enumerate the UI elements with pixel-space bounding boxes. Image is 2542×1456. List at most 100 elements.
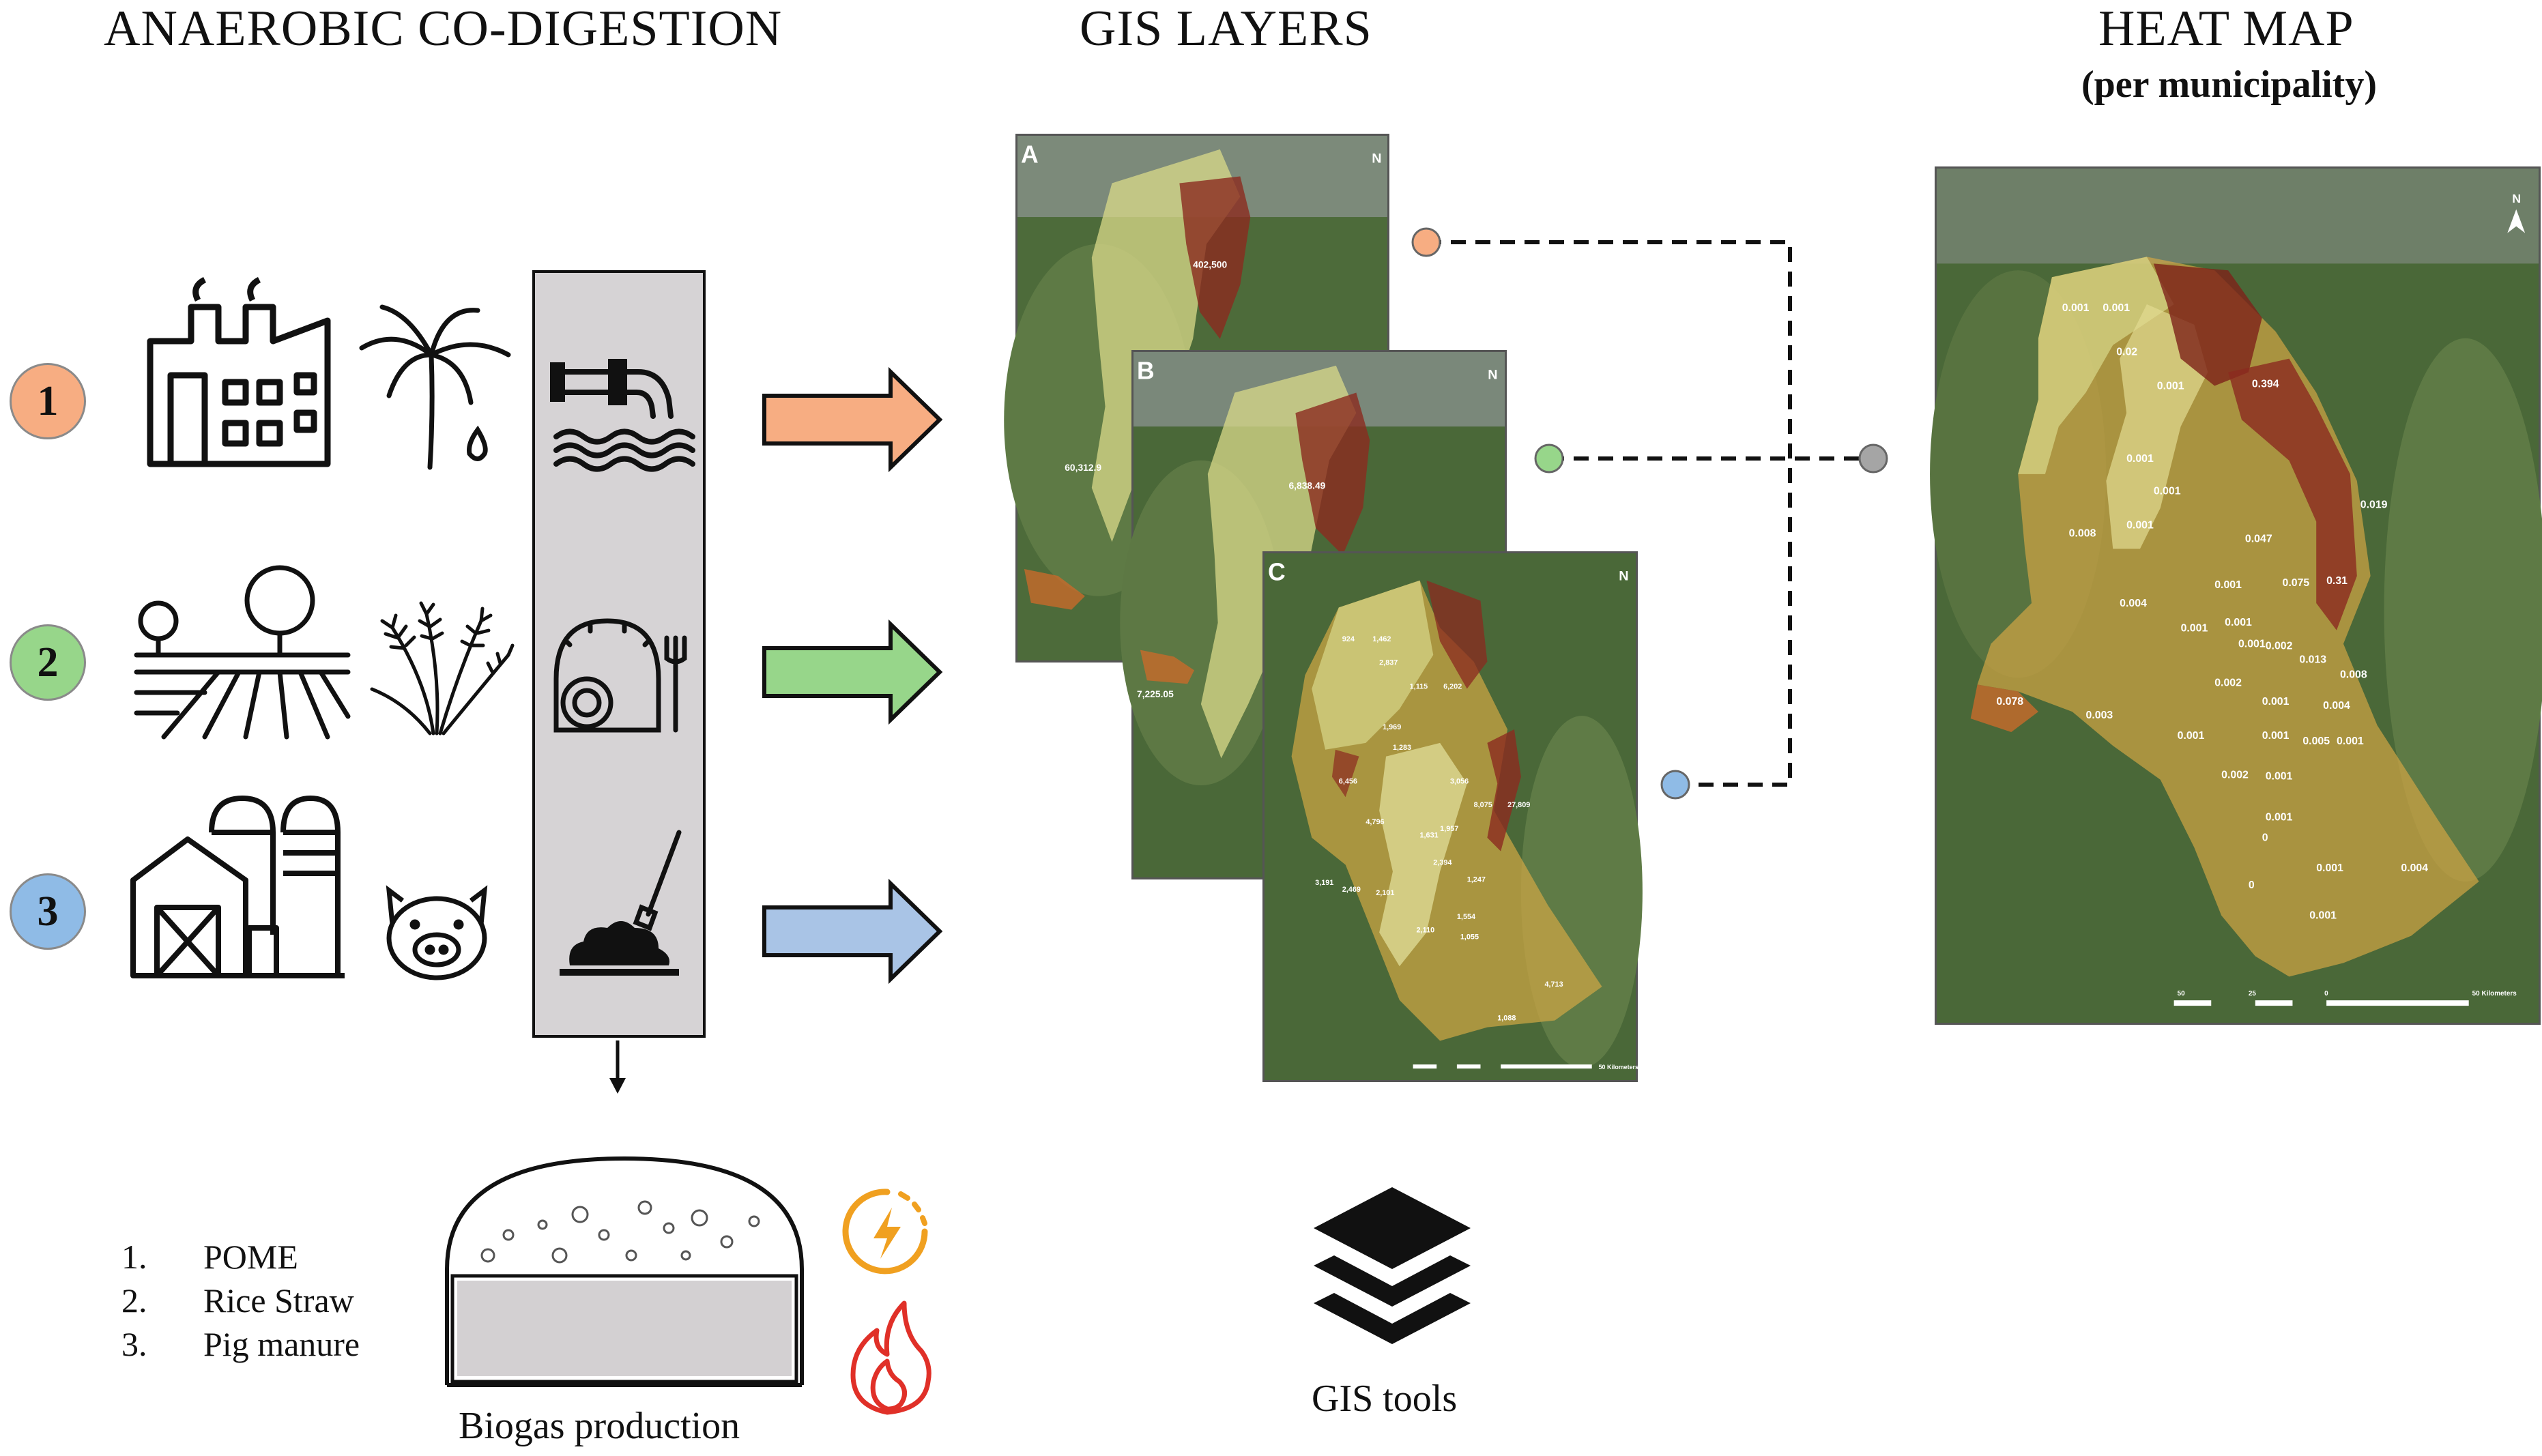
map-value: 0.001 — [2157, 380, 2184, 392]
gis-layer-c-map: C N 924 1,462 2,837 1,115 6,202 1,969 1,… — [1262, 551, 1643, 1082]
barn-silo-icon — [130, 796, 345, 978]
map-value: 924 — [1342, 635, 1355, 643]
wastewater-pipe-icon — [550, 359, 695, 472]
map-value: 0.001 — [2337, 736, 2364, 747]
fire-icon — [850, 1300, 931, 1415]
map-value: 0.004 — [2401, 862, 2428, 874]
layers-stack-icon — [1314, 1187, 1471, 1344]
layer-letter-c: C — [1268, 559, 1286, 586]
map-value: 0.013 — [2299, 654, 2326, 666]
map-value: 3,056 — [1450, 777, 1469, 785]
heading-heat-map-subtitle: (per municipality) — [2081, 63, 2377, 106]
map-value: 2,394 — [1433, 858, 1451, 867]
list-item: 3.Pig manure — [121, 1325, 360, 1363]
scale-bar-c — [1413, 1064, 1592, 1069]
map-value: 1,631 — [1419, 832, 1438, 840]
map-value: 0.005 — [2302, 736, 2330, 747]
heading-anaerobic-co-digestion: ANAEROBIC CO-DIGESTION — [104, 1, 783, 57]
connector-dot-b — [1534, 443, 1564, 474]
map-value: 0.008 — [2340, 669, 2367, 680]
map-value: 0.008 — [2069, 527, 2096, 539]
map-value: 1,055 — [1460, 933, 1479, 942]
layer-letter-a: A — [1021, 141, 1039, 169]
map-value: 0.001 — [2103, 302, 2130, 314]
heading-gis-layers: GIS LAYERS — [1080, 1, 1372, 57]
map-value: 3,191 — [1315, 879, 1333, 887]
scale-tick: 50 — [2178, 990, 2186, 998]
map-value: 0.047 — [2245, 533, 2272, 544]
map-value: 2,101 — [1376, 889, 1394, 897]
map-value: 1,969 — [1383, 723, 1401, 731]
arrow-pig-manure — [762, 878, 943, 985]
map-value: 0.001 — [2181, 623, 2208, 635]
map-value: 1,957 — [1440, 825, 1458, 833]
map-value: 0.001 — [2178, 730, 2205, 742]
map-value: 0.001 — [2316, 862, 2343, 874]
map-value: 0.078 — [1996, 696, 2023, 708]
hay-bale-icon — [553, 618, 687, 733]
biogas-production-caption: Biogas production — [459, 1405, 740, 1447]
map-value: 0.004 — [2323, 700, 2350, 712]
map-value: 60,312.9 — [1065, 462, 1101, 473]
svg-text:N: N — [2512, 192, 2521, 205]
down-arrow-icon — [609, 1040, 626, 1094]
scale-tick: 0 — [2324, 990, 2328, 998]
map-value: 0.31 — [2326, 575, 2348, 587]
biogas-digester-icon — [445, 1156, 804, 1387]
map-value: 8,075 — [1474, 801, 1492, 809]
step-badge-3: 3 — [10, 873, 86, 950]
map-value: 0.001 — [2154, 486, 2181, 497]
map-value: 27,809 — [1507, 801, 1530, 809]
north-arrow-icon: N — [2507, 192, 2526, 233]
map-value: 0.001 — [2266, 771, 2293, 783]
map-value: 0.001 — [2266, 811, 2293, 823]
map-value: 0.001 — [2262, 730, 2290, 742]
map-value: 1,247 — [1467, 875, 1486, 884]
map-value: 0.001 — [2309, 910, 2337, 922]
map-value: 0.001 — [2214, 579, 2242, 591]
map-value: 6,456 — [1339, 777, 1357, 785]
map-value: 1,462 — [1372, 635, 1391, 643]
map-value: 2,837 — [1379, 659, 1398, 667]
map-value: 0 — [2262, 832, 2268, 843]
map-value: 0.002 — [2214, 677, 2242, 688]
gis-tools-caption: GIS tools — [1312, 1378, 1458, 1420]
scale-tick: 50 Kilometers — [2472, 990, 2517, 998]
map-value: 0.02 — [2116, 347, 2137, 358]
step-badge-2: 2 — [10, 624, 86, 701]
layer-letter-b: B — [1137, 358, 1155, 385]
map-value: 1,088 — [1497, 1015, 1516, 1023]
map-value: 2,110 — [1417, 927, 1435, 935]
factory-icon — [147, 276, 331, 467]
heat-map: 0.001 0.001 0.02 0.001 0.394 0.001 0.001… — [1930, 166, 2542, 1025]
list-item: 2.Rice Straw — [121, 1281, 354, 1320]
map-value: 0.004 — [2120, 598, 2147, 609]
map-value: 0.002 — [2221, 770, 2249, 781]
map-value: 0.019 — [2360, 499, 2388, 511]
scale-label-c: 50 Kilometers — [1599, 1064, 1638, 1071]
map-value: 6,838.49 — [1288, 480, 1325, 491]
map-value: 0.001 — [2262, 696, 2290, 708]
map-value: 6,202 — [1443, 682, 1462, 690]
map-value: 0.003 — [2086, 710, 2113, 721]
heatmap-scale-bar — [2173, 1000, 2469, 1006]
map-value: 0.001 — [2126, 519, 2154, 531]
map-value: 0.001 — [2062, 302, 2090, 314]
heading-heat-map: HEAT MAP — [2098, 1, 2354, 57]
map-value: 0.001 — [2238, 639, 2266, 650]
palm-oil-icon — [359, 304, 511, 470]
scale-tick: 25 — [2249, 990, 2257, 998]
layer-connector-lines — [1411, 227, 1888, 800]
manure-pile-icon — [560, 830, 682, 976]
arrow-rice-straw — [762, 619, 943, 725]
list-item: 1.POME — [121, 1238, 298, 1276]
farm-field-icon — [134, 565, 351, 740]
map-value: 0.394 — [2252, 378, 2279, 390]
rice-straw-icon — [370, 601, 515, 736]
north-arrow-b: N — [1488, 368, 1497, 383]
north-arrow-a: N — [1372, 151, 1381, 166]
map-value: 402,500 — [1193, 259, 1227, 270]
pig-icon — [386, 885, 488, 980]
energy-icon — [842, 1189, 928, 1275]
map-value: 2,469 — [1342, 886, 1361, 894]
